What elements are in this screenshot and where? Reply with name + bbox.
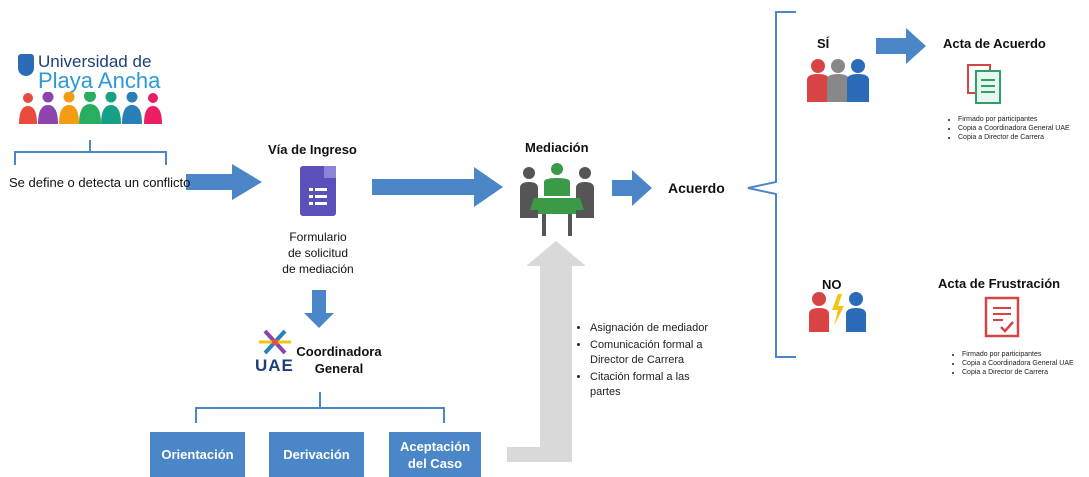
mediacion-bullets: Asignación de mediador Comunicación form…	[576, 321, 716, 402]
box-derivacion: Derivación	[269, 432, 364, 477]
documents-icon	[967, 64, 1001, 104]
university-logo: Universidad de Playa Ancha	[16, 52, 176, 130]
arrow-to-acta-acuerdo	[876, 28, 926, 64]
people-row-icon	[19, 92, 162, 124]
form-icon	[300, 166, 336, 216]
uae-text: UAE	[255, 356, 294, 375]
logo-line1: Universidad de	[38, 52, 152, 71]
acta-frustracion-bullet: Copia a Director de Carrera	[962, 368, 1088, 377]
no-label: NO	[822, 277, 842, 292]
acta-frustracion-bullets: Firmado por participantes Copia a Coordi…	[948, 350, 1088, 377]
acuerdo-bracket	[747, 11, 796, 358]
form-label-line: de mediación	[282, 262, 354, 276]
uae-logo: UAE	[253, 327, 295, 383]
arrow-to-ingreso	[186, 164, 262, 200]
arrow-to-mediacion	[372, 167, 503, 207]
acta-acuerdo-bullet: Copia a Director de Carrera	[958, 133, 1084, 142]
mediacion-bullet: Comunicación formal a Director de Carrer…	[590, 338, 716, 368]
arrow-to-acuerdo	[612, 170, 652, 206]
grey-arrow-to-mediacion	[507, 241, 586, 462]
boxes-bracket	[195, 392, 445, 423]
mediacion-bullet: Citación formal a las partes	[590, 370, 716, 400]
coordinadora-line: Coordinadora	[296, 344, 382, 359]
handshake-people-icon	[807, 59, 869, 102]
conflict-people-icon	[809, 292, 866, 332]
acta-acuerdo-title: Acta de Acuerdo	[943, 36, 1046, 51]
acta-frustracion-title: Acta de Frustración	[938, 276, 1061, 291]
box-aceptacion: Aceptación del Caso	[389, 432, 481, 477]
arrow-to-coordinadora	[304, 290, 334, 328]
logo-line2: Playa Ancha	[38, 68, 161, 93]
coordinadora-line: General	[314, 361, 364, 376]
acuerdo-label: Acuerdo	[668, 180, 725, 196]
meeting-table-icon	[520, 163, 594, 236]
acta-acuerdo-bullets: Firmado por participantes Copia a Coordi…	[944, 115, 1084, 142]
mediacion-title: Mediación	[525, 140, 589, 155]
box-orientacion: Orientación	[150, 432, 245, 477]
rejected-document-icon	[984, 296, 1020, 338]
form-label-line: Formulario	[289, 230, 347, 244]
acta-acuerdo-bullet: Firmado por participantes	[958, 115, 1084, 124]
uae-mark-icon	[259, 329, 291, 355]
si-label: SÍ	[817, 36, 830, 51]
ingreso-title: Vía de Ingreso	[268, 142, 357, 157]
mediacion-bullet: Asignación de mediador	[590, 321, 716, 336]
form-label-line: de solicitud	[287, 246, 349, 260]
coordinadora-title: Coordinadora General	[294, 343, 384, 377]
shield-icon	[18, 54, 34, 76]
start-label: Se define o detecta un conflicto	[9, 175, 191, 190]
acta-frustracion-bullet: Firmado por participantes	[962, 350, 1088, 359]
form-label: Formulario de solicitud de mediación	[262, 229, 374, 277]
acta-frustracion-bullet: Copia a Coordinadora General UAE	[962, 359, 1088, 368]
logo-bracket	[14, 140, 167, 165]
acta-acuerdo-bullet: Copia a Coordinadora General UAE	[958, 124, 1084, 133]
